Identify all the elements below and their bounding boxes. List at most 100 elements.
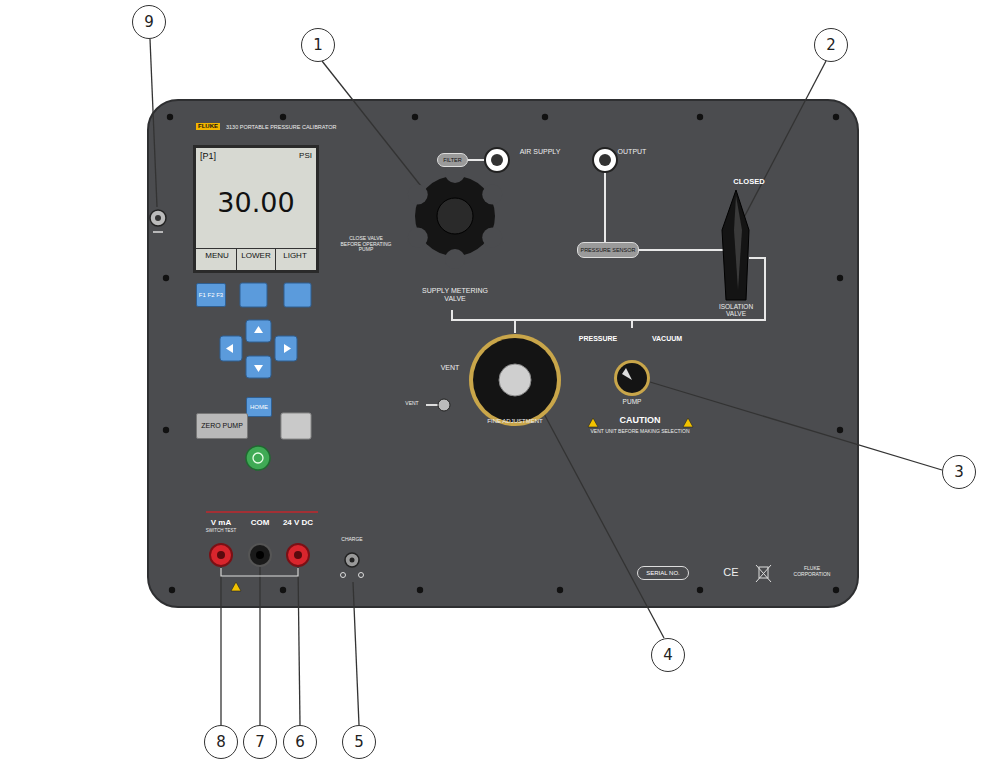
panel-label: V mA (211, 519, 231, 528)
screw (557, 587, 563, 593)
port-bore (599, 154, 611, 166)
panel-label: FLUKE CORPORATION (787, 566, 837, 577)
display-readout: PSI (299, 152, 312, 161)
front-panel (148, 100, 858, 607)
power-glyph (253, 453, 263, 463)
softkey-divider (236, 248, 237, 270)
key-button: HOME (246, 397, 272, 417)
panel-label: VACUUM (652, 335, 682, 343)
warning-triangle (231, 582, 241, 591)
power-button (246, 446, 270, 470)
softkey-button (284, 283, 311, 307)
callout-circle: 8 (204, 725, 238, 759)
fine-adjust-knob (473, 338, 557, 422)
screw (280, 587, 286, 593)
panel-label: COM (251, 519, 270, 528)
knob-notch (482, 228, 502, 248)
callout-circle: 9 (132, 5, 166, 39)
output-port (593, 148, 617, 172)
charge-jack-pin (350, 558, 355, 563)
callout-number: 6 (295, 734, 305, 751)
air-supply-port (485, 148, 509, 172)
softkey-divider (275, 248, 276, 270)
screw (169, 587, 175, 593)
panel-label: VENT UNIT BEFORE MAKING SELECTION (591, 429, 690, 435)
grey-button (281, 413, 311, 439)
fine-adjust-cap (499, 364, 531, 396)
softkey-button (240, 283, 267, 307)
knob-notch (445, 249, 465, 269)
serial-plate: SERIAL NO. (637, 566, 689, 580)
pump-selector-knob (617, 363, 647, 393)
module-connector (150, 210, 166, 226)
panel-label: VENT (441, 364, 460, 372)
panel-label: ISOLATION VALVE (711, 303, 761, 317)
callout-circle: 5 (342, 725, 376, 759)
terminal-bracket (206, 511, 318, 513)
softkey-label: LIGHT (276, 252, 314, 261)
display-readout: [P1] (200, 152, 216, 162)
red-terminal (210, 544, 232, 566)
terminal-hole (294, 551, 302, 559)
panel-label: CLOSED (733, 178, 764, 186)
softkey-label: MENU (198, 252, 236, 261)
arrow-glyphs (226, 326, 291, 372)
knob-notch (482, 185, 502, 205)
panel-label: SUPPLY METERING VALVE (420, 287, 490, 302)
panel-label: PUMP (623, 398, 642, 405)
softkey-bar (196, 248, 316, 249)
callout-number: 3 (954, 464, 964, 481)
panel-label: OUTPUT (618, 148, 647, 156)
lever-highlight (734, 196, 742, 290)
panel-label: FLUKE (196, 123, 220, 130)
screw (697, 587, 703, 593)
metering-valve-knob (408, 163, 502, 269)
button-label: ZERO PUMP (201, 422, 243, 430)
knob-notch (408, 185, 428, 205)
panel-label: CE (723, 566, 738, 578)
polarity-mark (341, 573, 346, 578)
callout-number: 9 (144, 14, 154, 31)
fine-adjust-ring (469, 334, 561, 426)
component-tag: PRESSURE SENSOR (577, 242, 638, 258)
key-button: ZERO PUMP (196, 413, 248, 439)
callout-number: 1 (313, 37, 323, 54)
leader-lines (150, 39, 942, 725)
polarity-mark (359, 573, 364, 578)
warning-triangle (588, 418, 598, 427)
knob-notch (408, 228, 428, 248)
display-readout: 30.00 (196, 188, 316, 218)
screw (542, 114, 548, 120)
callout-circle: 2 (814, 28, 848, 62)
panel-label: SWITCH TEST (206, 529, 236, 534)
panel-label: PRESSURE (579, 335, 618, 343)
black-terminal (249, 544, 271, 566)
screw (837, 275, 843, 281)
disposal-symbol (756, 565, 771, 582)
warning-triangle (683, 418, 693, 427)
component-tag: FILTER (437, 153, 468, 167)
screw (833, 114, 839, 120)
screw (163, 427, 169, 433)
button-label: SERIAL NO. (646, 570, 679, 577)
isolation-valve-lever (722, 190, 749, 300)
panel-label: FINE ADJUSTMENT (487, 418, 542, 425)
screw (163, 275, 169, 281)
callout-number: 8 (216, 734, 226, 751)
callout-circle: 1 (301, 28, 335, 62)
callout-circle: 7 (243, 725, 277, 759)
pump-selector-ring (614, 360, 650, 396)
panel-label: 3130 PORTABLE PRESSURE CALIBRATOR (226, 124, 337, 130)
callout-circle: 4 (651, 638, 685, 672)
screw (833, 587, 839, 593)
key-button: F1 F2 F3 (196, 283, 226, 307)
panel-label: 24 V DC (283, 519, 313, 528)
button-label: FILTER (443, 157, 462, 163)
panel-label: CAUTION (620, 416, 661, 426)
panel-label: CHARGE (341, 537, 362, 543)
callout-circle: 6 (283, 725, 317, 759)
panel-screws (163, 114, 843, 593)
selector-pointer (622, 368, 632, 380)
red-terminal (287, 544, 309, 566)
